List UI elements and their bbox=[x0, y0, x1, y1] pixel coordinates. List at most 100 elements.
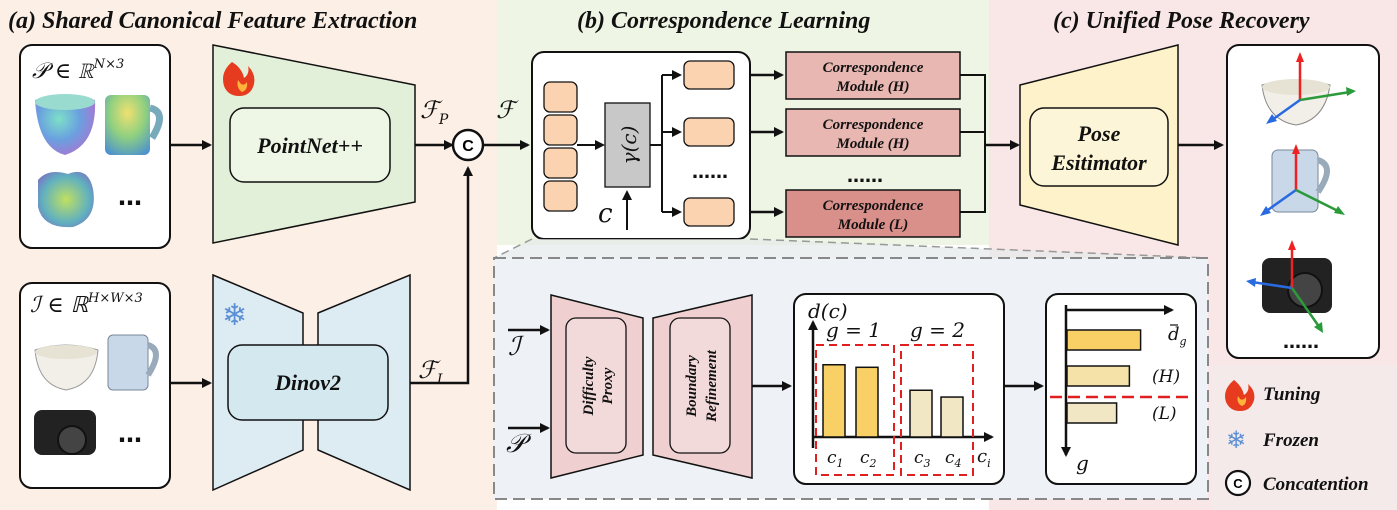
chart1-tick-c4: c4 bbox=[945, 448, 962, 470]
point-mug-handle bbox=[148, 104, 163, 140]
feature-cell-3 bbox=[543, 147, 578, 179]
gamma-box bbox=[604, 102, 651, 188]
difficulty-proxy: Difficulty Proxy bbox=[550, 294, 644, 479]
point-bowl-rim bbox=[35, 94, 95, 110]
legend-concat: C Concatention bbox=[1224, 469, 1369, 497]
boundary-label-2: Refinement bbox=[704, 349, 720, 422]
zoom-line-right bbox=[749, 238, 1209, 259]
module-2-line2: Module (H) bbox=[836, 136, 910, 152]
chart1-group2-box bbox=[900, 344, 974, 476]
threshold-chart: dg g (H)(L) bbox=[1045, 293, 1197, 485]
feature-cell-1 bbox=[543, 81, 578, 113]
image-input: ℐ ∈ ℝH×W×3 … bbox=[19, 282, 171, 489]
pointnet-encoder: PointNet++ bbox=[212, 44, 416, 244]
legend-concat-label: Concatention bbox=[1263, 474, 1369, 495]
legend-snowflake-icon: ❄ bbox=[1226, 426, 1246, 454]
chart2-xlabel: dg bbox=[1168, 324, 1187, 348]
point-ellipsis: … bbox=[118, 183, 142, 211]
image-camera-lens bbox=[57, 425, 87, 455]
module-1-line1: Correspondence bbox=[823, 60, 924, 76]
legend-concat-icon bbox=[1224, 469, 1252, 497]
f-label: ℱ bbox=[496, 96, 519, 124]
module-1-line2: Module (H) bbox=[836, 79, 910, 95]
pose-label-2: Esitimator bbox=[1050, 150, 1147, 175]
module-3-line1: Correspondence bbox=[823, 198, 924, 214]
output-mug-handle bbox=[1315, 157, 1330, 194]
legend-frozen-label: Frozen bbox=[1262, 430, 1319, 451]
chart2-bar-3 bbox=[1066, 402, 1118, 424]
boundary-refinement: Boundary Refinement bbox=[652, 294, 753, 479]
section-c-title: (c) Unified Pose Recovery bbox=[1053, 8, 1310, 34]
concat-node: C bbox=[451, 128, 485, 162]
legend: Tuning ❄ Frozen C Concatention bbox=[1224, 380, 1369, 497]
image-mug-photo bbox=[107, 334, 149, 391]
output-axes-2 bbox=[1260, 144, 1345, 216]
chart1-group2-label: g = 2 bbox=[910, 318, 965, 342]
chart1-group1-box bbox=[815, 344, 895, 476]
fp-label: ℱP bbox=[420, 96, 449, 128]
point-mug-image bbox=[105, 95, 150, 155]
feature-cell-4 bbox=[543, 180, 578, 212]
branch-dots: …… bbox=[692, 162, 728, 183]
image-bowl-rim bbox=[35, 345, 97, 359]
correspondence-block: γ(c) c …… bbox=[531, 51, 751, 240]
dinov2-encoder: Dinov2 ❄ bbox=[212, 273, 411, 492]
correspondence-module-3: Correspondence Module (L) bbox=[785, 189, 961, 238]
output-bowl-rim bbox=[1262, 79, 1330, 95]
legend-concat-symbol: C bbox=[1233, 476, 1243, 491]
legend-frozen: ❄ Frozen bbox=[1226, 426, 1319, 454]
pointnet-label: PointNet++ bbox=[256, 133, 363, 158]
boundary-label-1: Boundary bbox=[684, 355, 700, 418]
legend-tuning: Tuning bbox=[1225, 380, 1320, 411]
chart1-ylabel: d(c) bbox=[808, 299, 848, 323]
feature-cell-2 bbox=[543, 114, 578, 146]
chart1-group1-label: g = 1 bbox=[826, 318, 881, 342]
c-input-label: c bbox=[598, 199, 613, 229]
difficulty-label-2: Proxy bbox=[600, 367, 616, 404]
branch-cell-3 bbox=[683, 197, 735, 227]
module-dots: …… bbox=[847, 166, 883, 187]
image-ellipsis: … bbox=[118, 420, 142, 448]
output-ellipsis: …… bbox=[1283, 332, 1319, 353]
module-3-line2: Module (L) bbox=[837, 217, 908, 233]
branch-line bbox=[650, 75, 663, 212]
output-axes-3 bbox=[1246, 240, 1323, 333]
branch-cell-1 bbox=[683, 60, 735, 90]
gamma-label: γ(c) bbox=[617, 126, 641, 165]
pose-label-1: Pose bbox=[1077, 121, 1121, 146]
dinov2-label: Dinov2 bbox=[274, 370, 341, 395]
module-2-line1: Correspondence bbox=[823, 117, 924, 133]
point-cloud-label: 𝒫 ∈ ℝN×3 bbox=[32, 57, 124, 84]
point-camera-image bbox=[38, 171, 94, 228]
detail-input-i: ℐ bbox=[508, 332, 524, 362]
pose-estimator: Pose Esitimator bbox=[1019, 44, 1179, 246]
pose-output: …… bbox=[1226, 44, 1380, 359]
chart1-tick-c2: c2 bbox=[860, 448, 877, 470]
correspondence-module-2: Correspondence Module (H) bbox=[785, 108, 961, 157]
legend-fire-inner bbox=[1237, 396, 1247, 406]
zoom-line-left bbox=[493, 238, 533, 259]
correspondence-module-1: Correspondence Module (H) bbox=[785, 51, 961, 100]
fi-label: ℱI bbox=[418, 356, 443, 388]
snowflake-icon: ❄ bbox=[222, 298, 247, 333]
image-label: ℐ ∈ ℝH×W×3 bbox=[30, 291, 143, 318]
fire-icon bbox=[223, 62, 255, 96]
branch-cell-2 bbox=[683, 117, 735, 147]
chart1-tick-c3: c3 bbox=[914, 448, 931, 470]
image-mug-handle bbox=[145, 342, 159, 377]
section-b-title: (b) Correspondence Learning bbox=[577, 8, 870, 34]
output-axes-1 bbox=[1266, 52, 1356, 124]
arrow-fi-to-concat bbox=[410, 166, 473, 385]
legend-fire-icon bbox=[1225, 380, 1255, 411]
chart1-bar-c3 bbox=[909, 389, 933, 438]
chart2-bar-1 bbox=[1066, 329, 1142, 351]
chart1-tick-c1: c1 bbox=[827, 448, 844, 470]
merge-lines bbox=[960, 74, 986, 213]
zoom-connector bbox=[494, 239, 1208, 258]
section-a-title: (a) Shared Canonical Feature Extraction bbox=[8, 8, 417, 34]
chart2-label-3: (L) bbox=[1152, 404, 1177, 424]
chart2-ylabel: g bbox=[1076, 451, 1089, 475]
chart1-bar-c2 bbox=[855, 366, 879, 438]
